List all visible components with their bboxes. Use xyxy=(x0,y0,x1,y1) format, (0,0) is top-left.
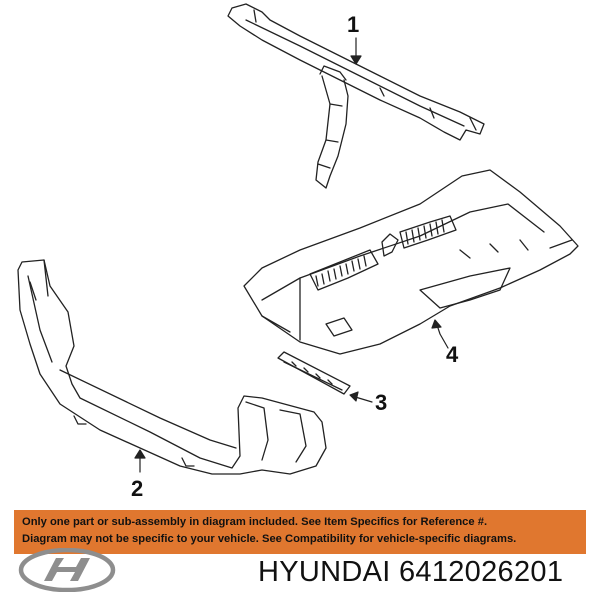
leader-lines xyxy=(134,37,449,473)
arrow-head-4 xyxy=(431,319,442,329)
parts-diagram-drawing xyxy=(17,3,579,475)
part-2-lower-support xyxy=(17,259,327,475)
callout-1: 1 xyxy=(347,12,360,37)
part-1-upper-support xyxy=(227,3,485,189)
disclaimer-line-2: Diagram may not be specific to your vehi… xyxy=(22,533,517,545)
part-3-bracket xyxy=(277,351,351,395)
disclaimer-banner: Only one part or sub-assembly in diagram… xyxy=(14,510,586,554)
callout-2: 2 xyxy=(131,476,144,501)
arrow-head-3 xyxy=(349,391,359,402)
hyundai-logo-icon xyxy=(18,547,116,597)
part-4-splash-shield xyxy=(243,169,579,355)
part-number-caption: HYUNDAI 6412026201 xyxy=(258,556,564,588)
callout-3: 3 xyxy=(375,390,388,415)
arrow-head-2 xyxy=(134,449,146,459)
callout-4: 4 xyxy=(446,342,459,367)
disclaimer-line-1: Only one part or sub-assembly in diagram… xyxy=(22,516,488,528)
arrow-head-1 xyxy=(350,55,362,65)
